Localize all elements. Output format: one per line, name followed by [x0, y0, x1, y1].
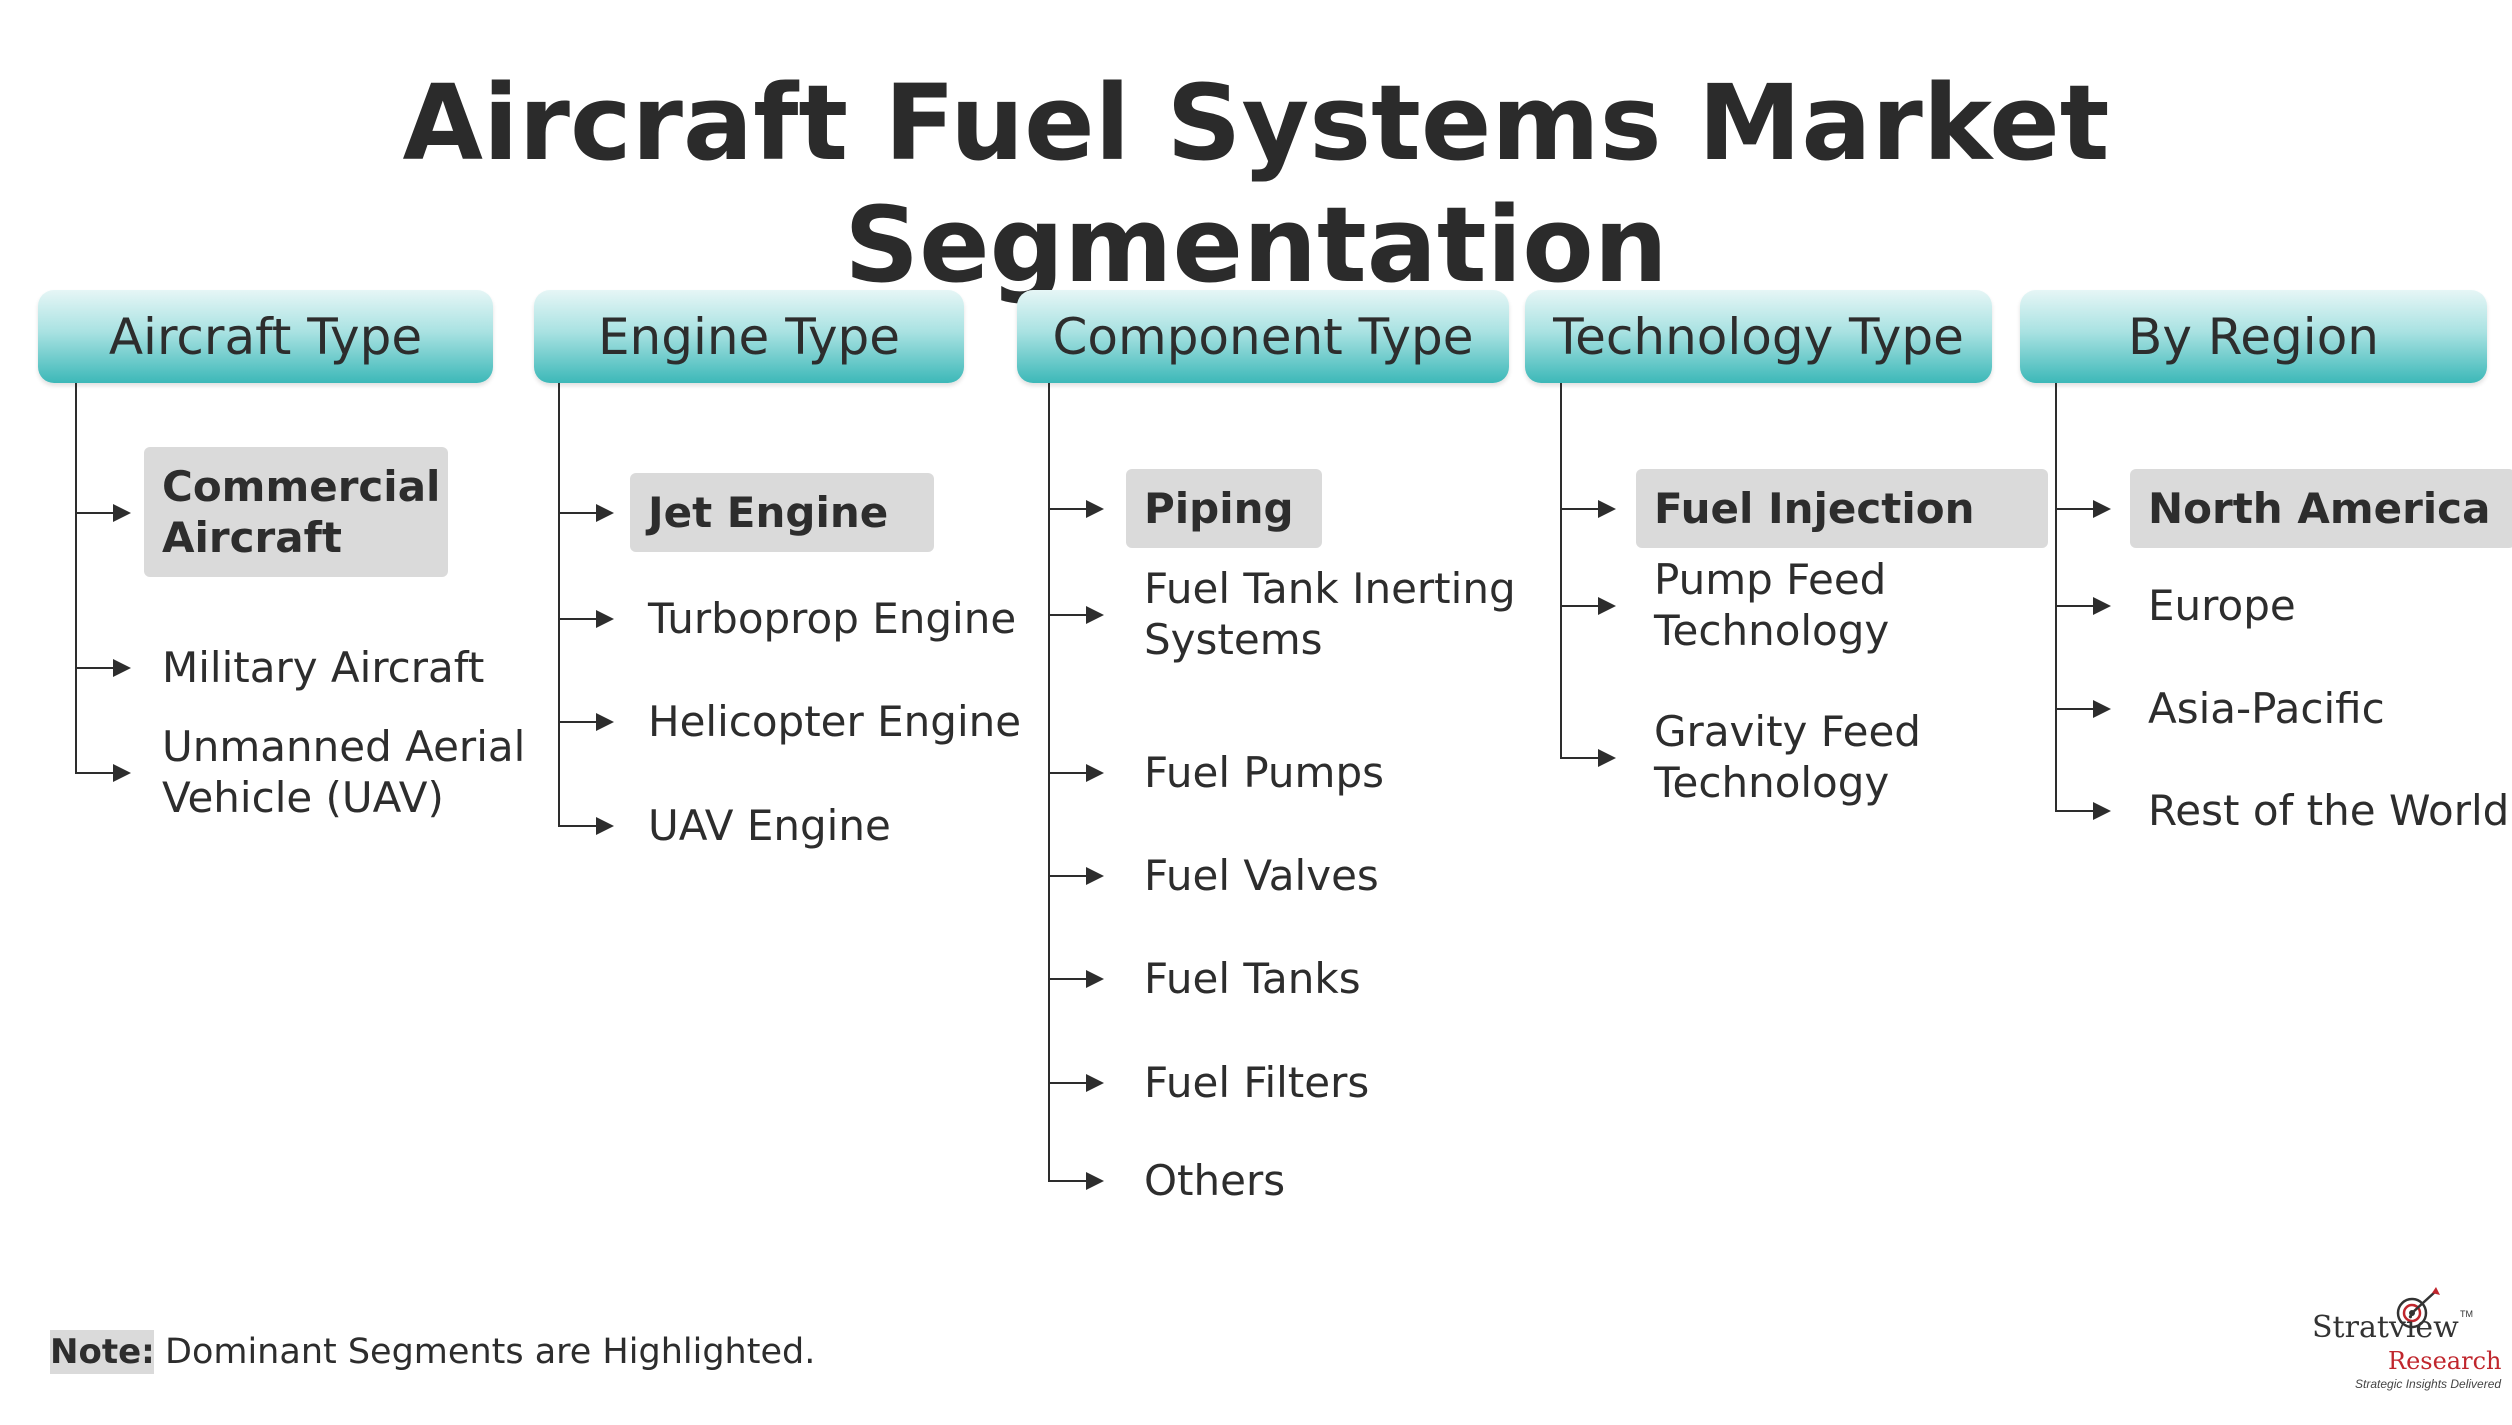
- logo-name: Stratview: [2312, 1310, 2459, 1345]
- column-header: Aircraft Type: [38, 290, 493, 383]
- connector-vertical: [2055, 383, 2057, 811]
- arrow-icon: [1086, 764, 1104, 782]
- segment-label: Vehicle (UAV): [162, 773, 444, 822]
- segment-label: Fuel Tank Inerting: [1144, 564, 1516, 613]
- arrow-icon: [113, 504, 131, 522]
- connector-vertical: [1560, 383, 1562, 758]
- segment-label: Others: [1144, 1155, 1286, 1205]
- arrow-icon: [1086, 970, 1104, 988]
- logo-sub: Research: [2388, 1347, 2502, 1375]
- arrow-icon: [2093, 700, 2111, 718]
- connector-branch: [1048, 978, 1088, 980]
- connector-branch: [1048, 508, 1088, 510]
- segment-label: Pump Feed: [1654, 555, 1887, 604]
- arrow-icon: [1086, 606, 1104, 624]
- segment-label: UAV Engine: [648, 800, 891, 850]
- highlight-box: [1126, 468, 1322, 548]
- connector-branch: [75, 772, 115, 774]
- column-header: Engine Type: [534, 290, 964, 383]
- connector-branch: [558, 618, 598, 620]
- connector-branch: [2055, 508, 2095, 510]
- connector-branch: [1048, 772, 1088, 774]
- segment-label-dominant: Piping: [1144, 483, 1294, 533]
- segment-label: Fuel Filters: [1144, 1057, 1370, 1107]
- connector-branch: [1048, 1180, 1088, 1182]
- logo-tagline: Strategic Insights Delivered: [2355, 1377, 2502, 1391]
- column-header: Technology Type: [1525, 290, 1992, 383]
- segment-label: Unmanned Aerial: [162, 722, 526, 771]
- arrow-icon: [2093, 500, 2111, 518]
- segment-label: Technology: [1654, 758, 1890, 807]
- arrow-icon: [1086, 867, 1104, 885]
- highlight-box: [630, 472, 934, 552]
- connector-branch: [2055, 708, 2095, 710]
- connector-branch: [1048, 614, 1088, 616]
- segment-label: Europe: [2148, 580, 2296, 630]
- connector-branch: [558, 512, 598, 514]
- arrow-icon: [1086, 500, 1104, 518]
- segment-label-dominant: Fuel Injection: [1654, 483, 1975, 533]
- page-title: Aircraft Fuel Systems Market Segmentatio…: [402, 62, 2110, 306]
- connector-branch: [558, 825, 598, 827]
- connector-branch: [75, 667, 115, 669]
- segment-label-dominant: North America: [2148, 483, 2491, 533]
- highlight-box: [1636, 468, 2048, 548]
- logo-tm: TM: [2460, 1309, 2473, 1319]
- connector-branch: [2055, 605, 2095, 607]
- connector-branch: [75, 512, 115, 514]
- highlight-box: [2130, 468, 2512, 548]
- arrow-icon: [596, 713, 614, 731]
- highlight-box: [144, 447, 448, 577]
- segment-label: Turboprop Engine: [648, 593, 1017, 643]
- segment-label: Fuel Pumps: [1144, 747, 1385, 797]
- segment-label: Fuel Tanks: [1144, 953, 1361, 1003]
- connector-vertical: [558, 383, 560, 826]
- connector-branch: [558, 721, 598, 723]
- arrow-icon: [1598, 597, 1616, 615]
- segment-label: Asia-Pacific: [2148, 683, 2385, 733]
- connector-branch: [1560, 605, 1600, 607]
- arrow-icon: [1598, 749, 1616, 767]
- arrow-icon: [1086, 1074, 1104, 1092]
- segment-label: Systems: [1144, 615, 1323, 664]
- segment-label: Military Aircraft: [162, 642, 485, 692]
- segment-label: Helicopter Engine: [648, 696, 1022, 746]
- stratview-logo: Stratview TM Research Strategic Insights…: [2300, 1285, 2510, 1405]
- arrow-icon: [2093, 597, 2111, 615]
- segment-label-dominant: Commercial: [162, 462, 441, 511]
- connector-vertical: [1048, 383, 1050, 1181]
- connector-vertical: [75, 383, 77, 773]
- segment-label: Fuel Valves: [1144, 850, 1379, 900]
- segment-label: Technology: [1654, 606, 1890, 655]
- arrow-icon: [113, 764, 131, 782]
- arrow-icon: [596, 817, 614, 835]
- note-label: Note:: [50, 1330, 155, 1374]
- arrow-icon: [113, 659, 131, 677]
- arrow-icon: [596, 504, 614, 522]
- arrow-icon: [1598, 500, 1616, 518]
- column-header: Component Type: [1017, 290, 1509, 383]
- connector-branch: [1560, 757, 1600, 759]
- segment-label-dominant: Jet Engine: [648, 487, 889, 537]
- target-arrow-icon: [2396, 1287, 2440, 1329]
- arrow-icon: [2093, 802, 2111, 820]
- segment-label-dominant: Aircraft: [162, 513, 342, 562]
- arrow-icon: [596, 610, 614, 628]
- column-header: By Region: [2020, 290, 2487, 383]
- segment-label: Rest of the World: [2148, 785, 2510, 835]
- connector-branch: [1560, 508, 1600, 510]
- arrow-icon: [1086, 1172, 1104, 1190]
- connector-branch: [1048, 1082, 1088, 1084]
- note-text: Dominant Segments are Highlighted.: [165, 1332, 816, 1372]
- segment-label: Gravity Feed: [1654, 707, 1921, 756]
- connector-branch: [1048, 875, 1088, 877]
- connector-branch: [2055, 810, 2095, 812]
